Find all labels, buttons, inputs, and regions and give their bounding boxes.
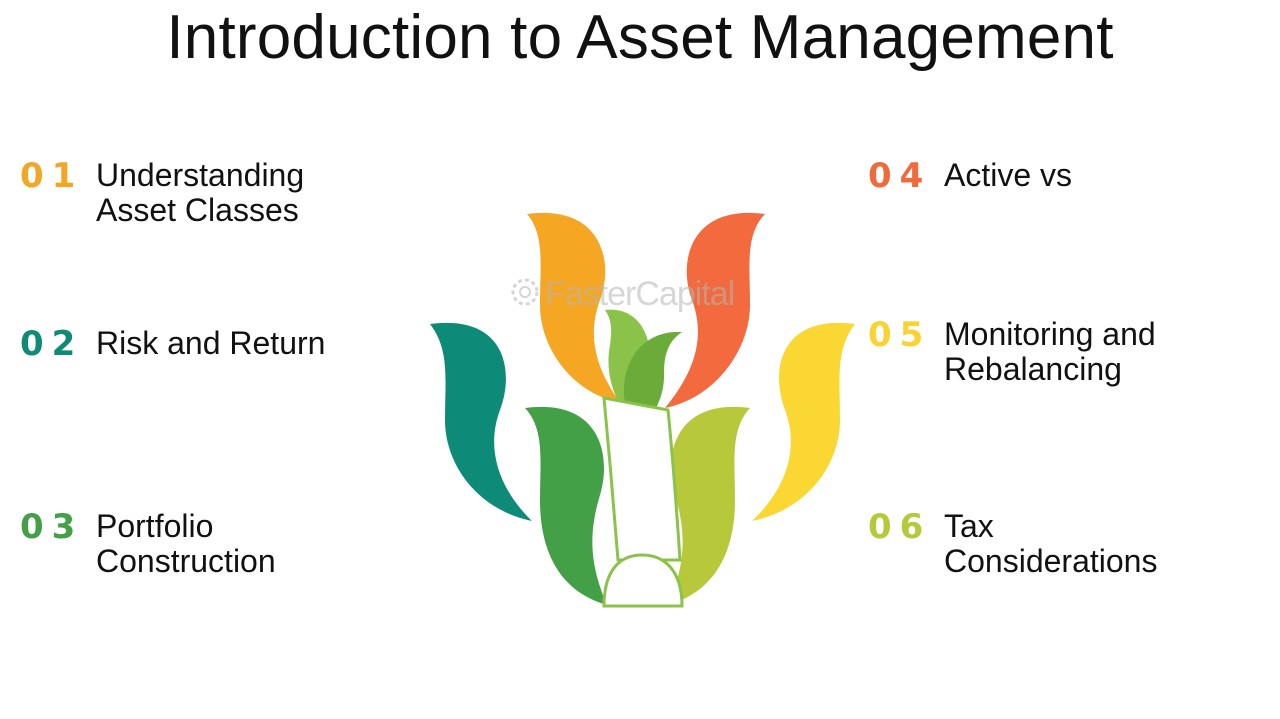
item-label: Risk and Return [96,325,326,361]
center-base [602,553,684,608]
item-number: 04 [868,156,932,196]
item-label: Monitoring and Rebalancing [944,316,1156,387]
list-item-tax-considerations: 06 Tax Considerations [868,509,1157,579]
petal-red-orange [665,212,765,408]
center-stem [602,396,682,562]
list-item-portfolio-construction: 03 Portfolio Construction [20,509,276,579]
item-label: Tax Considerations [944,508,1158,579]
item-number: 01 [20,156,84,196]
petal-yellow [752,322,855,521]
list-item-risk-and-return: 02 Risk and Return [20,324,326,364]
item-number: 05 [868,315,932,355]
item-label: Active vs [944,157,1073,193]
petal-green [525,406,607,605]
lotus-graphic [430,212,855,608]
petal-orange [527,212,620,402]
item-label: Portfolio Construction [96,508,276,579]
list-item-monitoring-and-rebalancing: 05 Monitoring and Rebalancing [868,317,1156,387]
list-item-active-vs: 04 Active vs [868,156,1073,196]
page-title: Introduction to Asset Management [166,3,1114,72]
watermark-gear-icon [511,278,539,306]
item-number: 06 [868,507,932,547]
petal-yellow-green [668,406,750,605]
item-number: 03 [20,507,84,547]
item-label: Understanding Asset Classes [96,157,305,228]
list-item-understanding-asset-classes: 01 Understanding Asset Classes [20,158,304,228]
item-number: 02 [20,324,84,364]
petal-teal [430,322,532,521]
watermark-text: FasterCapital [545,275,735,313]
